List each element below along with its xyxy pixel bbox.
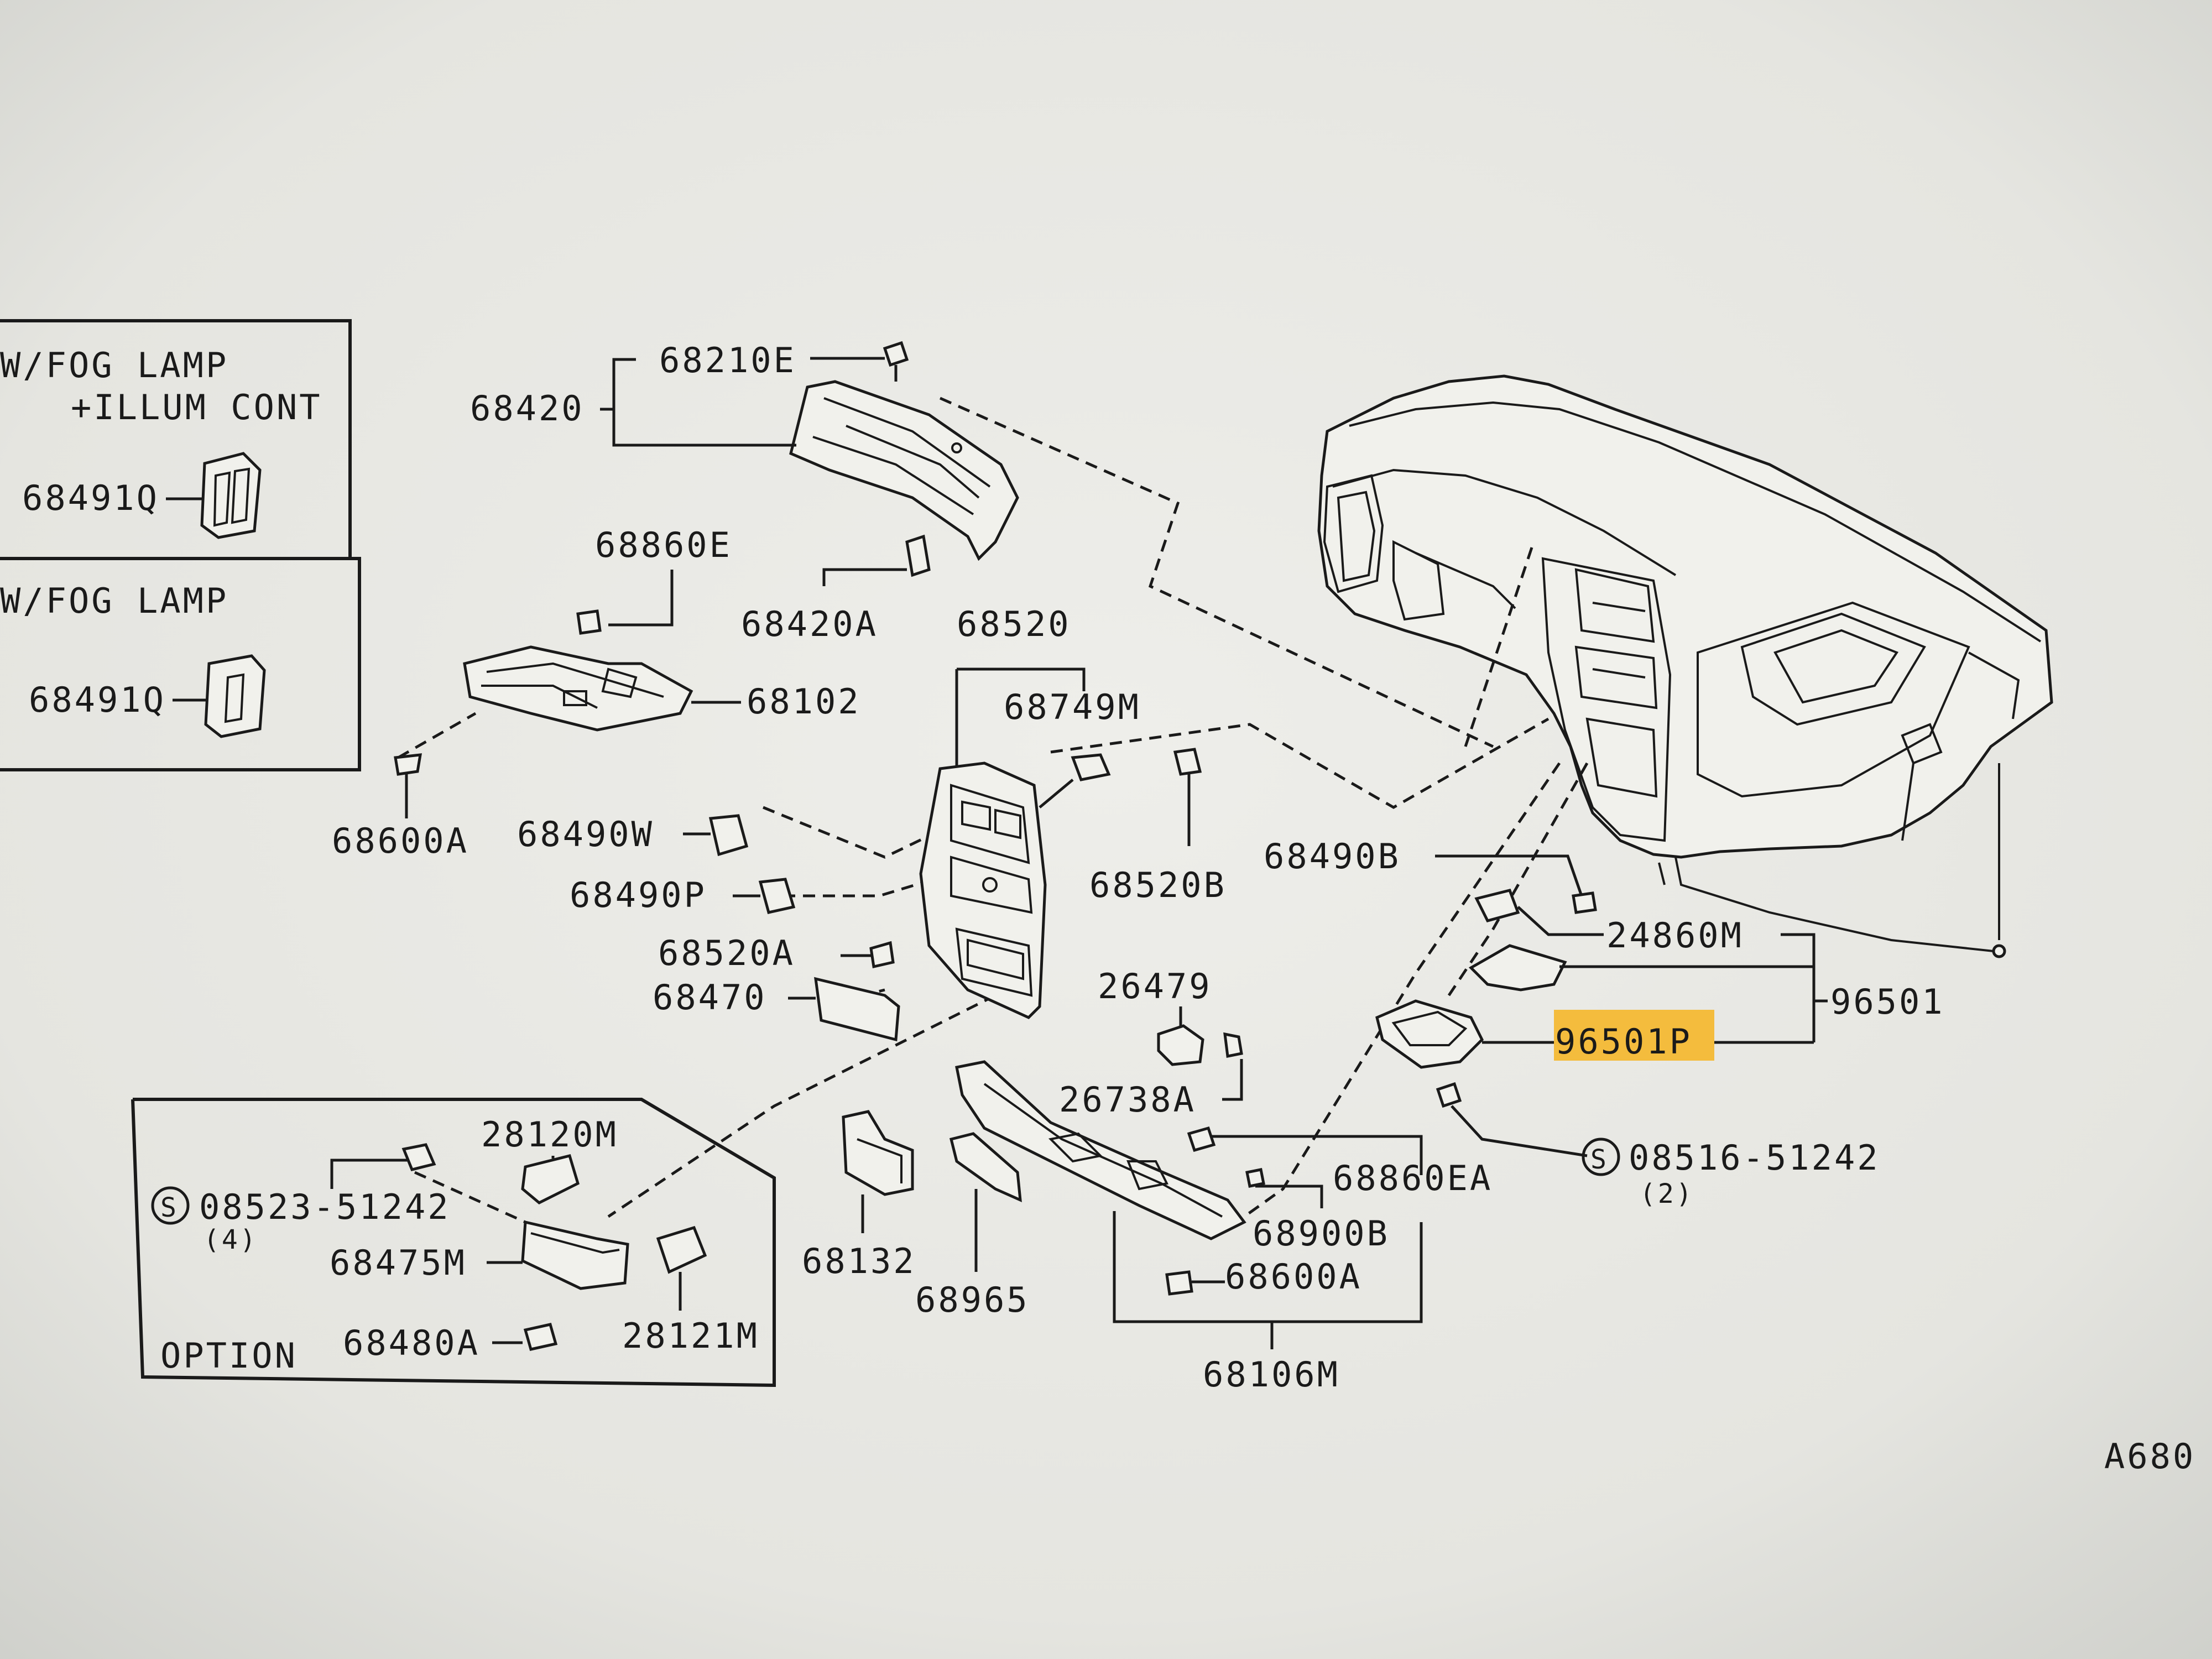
inset-fog-illum-title-2: +ILLUM CONT	[71, 387, 322, 427]
part-label-26738A: 26738A	[1059, 1079, 1196, 1120]
clip-68480A	[523, 1323, 558, 1351]
bracket-68965	[949, 1132, 1022, 1272]
screw-68600A-top	[394, 753, 422, 818]
ashtray-96501P	[1375, 999, 1484, 1069]
fog-illum-switch-icon	[200, 452, 262, 539]
clip-68490B	[1572, 891, 1597, 914]
switch-68490W	[708, 814, 749, 857]
page-code: A680	[2104, 1436, 2195, 1477]
bracket-68102	[463, 645, 693, 732]
clip-68860E	[576, 609, 602, 635]
screw-68600A-bottom	[1165, 1270, 1193, 1296]
part-label-08523-51242: 08523-51242	[199, 1187, 451, 1227]
part-label-68965: 68965	[915, 1280, 1030, 1320]
part-label-08516-qty: (2)	[1640, 1178, 1694, 1209]
part-label-28120M: 28120M	[481, 1114, 618, 1155]
clip-68749M	[1039, 753, 1111, 808]
lamp-26479	[1157, 1024, 1204, 1066]
part-label-68210E: 68210E	[659, 340, 796, 380]
fog-switch-icon	[204, 654, 266, 738]
bracket-68132	[842, 1110, 914, 1233]
pocket-68475M	[521, 1220, 629, 1290]
part-label-08523-qty: (4)	[204, 1224, 258, 1255]
symbol-s-08516: S	[1582, 1138, 1620, 1176]
symbol-s-08523: S	[151, 1186, 190, 1225]
symbol-s-08516-letter: S	[1590, 1144, 1609, 1175]
instrument-panel-assembly	[1317, 374, 2053, 958]
part-label-28121M: 28121M	[622, 1316, 759, 1356]
part-label-68490B: 68490B	[1264, 836, 1401, 877]
inset-fog-illum-title-1: W/FOG LAMP	[0, 345, 228, 385]
bracket-28120M	[521, 1154, 580, 1204]
part-label-68490W: 68490W	[517, 814, 654, 854]
part-label-68480A: 68480A	[343, 1323, 480, 1363]
part-label-68420A: 68420A	[741, 604, 878, 644]
center-bezel-68520	[919, 761, 1047, 1019]
part-label-68860E: 68860E	[595, 525, 732, 565]
highlight-96501P	[1554, 1010, 1714, 1061]
bracket-96501-upper	[1468, 944, 1567, 992]
clip-68860EA	[1187, 1126, 1216, 1152]
clip-24860M	[1474, 889, 1520, 922]
inset-fog-lamp-panel: W/FOG LAMP +ILLUM CONT 68491Q W/FOG LAMP…	[0, 319, 361, 771]
screw-08516	[1436, 1082, 1588, 1157]
part-label-96501: 96501	[1830, 982, 1945, 1022]
part-label-68491Q-illum: 68491Q	[22, 478, 159, 518]
part-label-68520B: 68520B	[1089, 865, 1227, 905]
part-label-68860EA: 68860EA	[1333, 1158, 1493, 1198]
part-label-96501P: 96501P	[1555, 1021, 1692, 1062]
part-label-68900B: 68900B	[1253, 1213, 1390, 1254]
part-label-26479: 26479	[1098, 966, 1212, 1006]
clip-68520B	[1173, 748, 1202, 846]
part-label-68600A-bottom: 68600A	[1225, 1256, 1362, 1297]
bulb-26738A	[1223, 1032, 1243, 1058]
lid-68470	[814, 977, 900, 1042]
bracket-28121M	[656, 1225, 707, 1311]
lower-panel-68106M	[955, 1060, 1246, 1240]
part-label-68106M: 68106M	[1203, 1354, 1340, 1395]
part-label-68420: 68420	[470, 388, 585, 429]
switch-68490P	[758, 878, 796, 914]
part-label-68475M: 68475M	[330, 1243, 467, 1283]
part-label-68600A-top: 68600A	[332, 821, 469, 861]
cluster-lid-68420	[789, 341, 1019, 577]
part-label-68520: 68520	[957, 604, 1071, 644]
part-label-68520A: 68520A	[658, 933, 795, 973]
screw-68520A	[869, 941, 895, 969]
part-label-68749M: 68749M	[1004, 687, 1141, 727]
symbol-s-08523-letter: S	[160, 1192, 179, 1223]
part-label-08516-51242: 08516-51242	[1629, 1138, 1880, 1178]
inset-option-panel: OPTION 28120M S 08523-51242 (4) 68475M 6…	[131, 1098, 776, 1387]
part-label-68490P: 68490P	[570, 875, 707, 915]
bolt-08523	[401, 1143, 436, 1171]
inset-fog-title: W/FOG LAMP	[0, 581, 228, 621]
part-label-68470: 68470	[653, 977, 767, 1018]
part-label-68102: 68102	[747, 681, 861, 722]
part-label-24860M: 24860M	[1606, 915, 1744, 956]
clip-68900B	[1245, 1168, 1265, 1188]
inset-option-title: OPTION	[160, 1335, 298, 1376]
part-label-68491Q-fog: 68491Q	[29, 680, 166, 720]
part-label-68132: 68132	[802, 1241, 916, 1281]
